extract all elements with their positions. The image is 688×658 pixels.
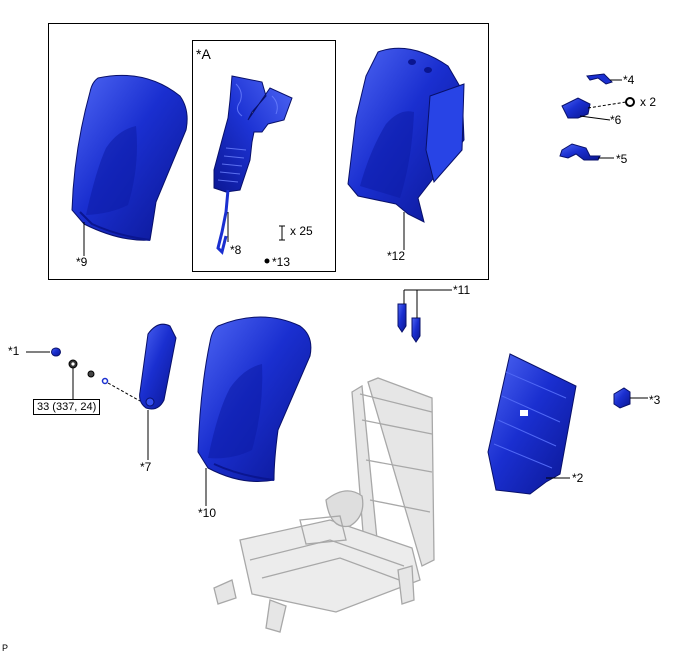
detail-a-frame (192, 40, 336, 272)
part-label-4: *4 (623, 73, 635, 87)
upper-assembly-frame (48, 23, 489, 280)
torque-spec-box: 33 (337, 24) (33, 399, 101, 415)
part-label-1: *1 (8, 344, 20, 358)
seatback-cover-part-9 (71, 74, 188, 241)
seat-heater-part-8 (213, 75, 293, 255)
part-label-3: *3 (649, 393, 661, 407)
armrest-part-7 (139, 323, 177, 460)
part-label-7: *7 (140, 460, 152, 474)
part-label-12: *12 (387, 249, 406, 263)
seat-frame (213, 377, 435, 633)
part-label-5: *5 (616, 152, 628, 166)
part-label-6: *6 (610, 113, 622, 127)
seatback-pad-part-12 (347, 47, 465, 223)
part-label-11: *11 (453, 283, 471, 297)
clip-part-13-symbol (264, 225, 285, 264)
seatback-assembly-part-10 (197, 316, 312, 506)
detail-a-label: *A (196, 46, 211, 62)
back-board-part-2 (487, 353, 577, 495)
part-label-9: *9 (76, 255, 88, 269)
part-label-8: *8 (230, 243, 242, 257)
corner-mark: P (2, 643, 9, 653)
part-label-10: *10 (198, 506, 217, 520)
bolt-and-washer (68, 359, 141, 402)
cover-part-6 (561, 97, 635, 121)
bracket-part-5 (559, 143, 614, 161)
part-label-2: *2 (572, 471, 584, 485)
pins-part-11 (397, 289, 452, 343)
part-label-13: *13 (272, 255, 291, 269)
clip-part-4 (586, 73, 613, 85)
quantity-clips: x 25 (290, 224, 313, 238)
quantity-screws: x 2 (640, 95, 657, 109)
cap-part-1 (26, 347, 61, 357)
bracket-part-3 (613, 387, 648, 409)
